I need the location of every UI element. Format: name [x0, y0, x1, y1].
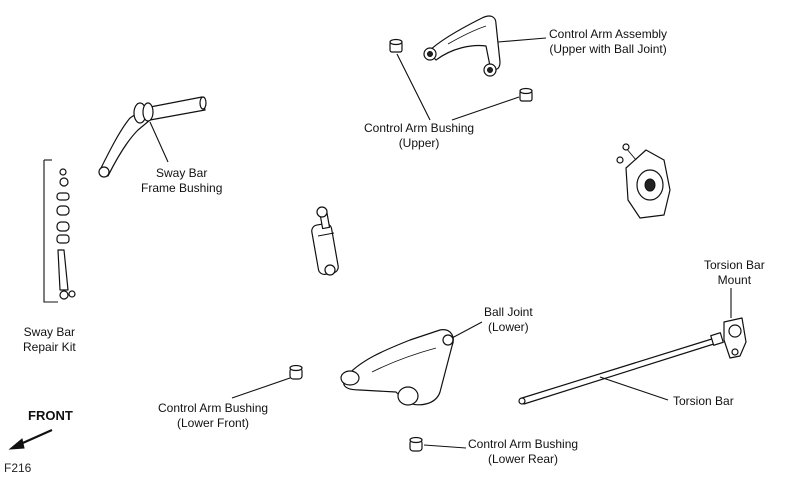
sway-bar-part [98, 96, 207, 178]
label-line: Control Arm Bushing [158, 401, 269, 415]
lower-front-bushing-part [289, 364, 303, 380]
label-line: Torsion Bar [673, 394, 734, 408]
label-line: (Lower Rear) [488, 452, 559, 466]
label-line: Control Arm Bushing [468, 437, 579, 451]
upper-control-arm-part [423, 15, 501, 77]
label-line: (Lower) [488, 320, 529, 334]
label-line: Frame Bushing [141, 181, 223, 195]
label-ball-joint-lower: Ball Joint (Lower) [484, 305, 533, 335]
leader-sway-bar-bushing [149, 121, 169, 163]
upper-bushing-part-a [389, 38, 403, 53]
leader-lower-front-bushing [231, 377, 291, 399]
label-sway-bar-repair-kit: Sway Bar Repair Kit [23, 325, 76, 355]
label-line: Sway Bar [23, 325, 76, 339]
torsion-bar-mount-part [723, 317, 747, 359]
label-control-arm-bushing-lower-front: Control Arm Bushing (Lower Front) [158, 401, 268, 431]
label-line: Torsion Bar [704, 258, 765, 272]
label-control-arm-bushing-upper: Control Arm Bushing (Upper) [364, 121, 474, 151]
label-control-arm-bushing-lower-rear: Control Arm Bushing (Lower Rear) [468, 437, 578, 467]
front-arrow-icon [8, 428, 53, 450]
label-line: Repair Kit [23, 340, 76, 354]
shock-absorber-part [311, 206, 339, 276]
label-control-arm-assembly: Control Arm Assembly (Upper with Ball Jo… [549, 27, 667, 57]
leader-upper-bushing-a [396, 53, 431, 121]
label-line: (Upper with Ball Joint) [549, 42, 667, 56]
leader-upper-bushing-b [451, 96, 520, 121]
lower-control-arm-part [340, 329, 454, 406]
steering-knuckle-part [616, 143, 671, 219]
label-line: (Upper) [398, 136, 440, 150]
label-line: (Lower Front) [177, 416, 250, 430]
leader-lower-ball-joint [451, 321, 483, 339]
figure-code: F216 [4, 461, 32, 475]
label-line: Control Arm Assembly [549, 27, 668, 41]
front-direction-label: FRONT [28, 408, 73, 423]
sway-bar-repair-kit-parts [43, 159, 76, 303]
leader-control-arm-assembly [497, 37, 547, 43]
leader-torsion-bar [599, 376, 669, 401]
upper-bushing-part-b [519, 87, 533, 102]
label-torsion-bar: Torsion Bar [673, 394, 734, 409]
torsion-bar-part [518, 332, 724, 405]
label-line: Control Arm Bushing [364, 121, 475, 135]
label-sway-bar-frame-bushing: Sway Bar Frame Bushing [141, 166, 222, 196]
lower-rear-bushing-part [409, 436, 423, 452]
label-line: Mount [717, 273, 752, 287]
label-torsion-bar-mount: Torsion Bar Mount [704, 258, 765, 288]
label-line: Ball Joint [484, 305, 533, 319]
leader-lower-rear-bushing [423, 444, 467, 449]
label-line: Sway Bar [156, 166, 208, 180]
